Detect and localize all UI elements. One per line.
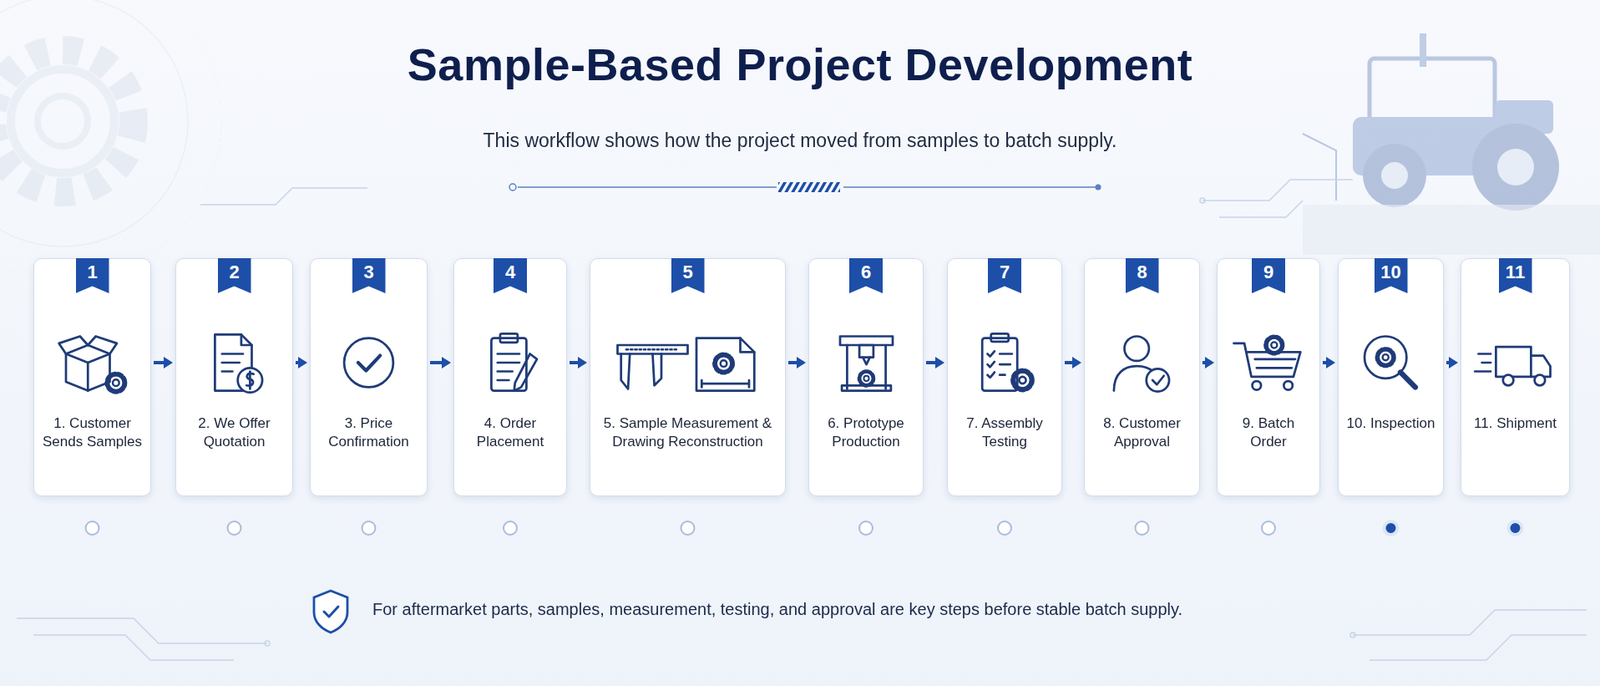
box-gear-icon — [48, 327, 137, 398]
step-number: 8 — [1125, 258, 1160, 294]
step-number: 7 — [987, 258, 1022, 294]
circuit-lines — [16, 179, 1587, 660]
step-card: 3 3. Price Confirmation — [309, 258, 428, 497]
step-label: 3. Price Confirmation — [317, 414, 421, 451]
timeline-dot — [1384, 521, 1398, 535]
timeline-dot — [1135, 521, 1150, 535]
flow-arrow — [926, 356, 945, 369]
step-card: 6 6. Prototype Production — [808, 258, 924, 497]
step-label: 4. Order Placement — [460, 414, 560, 451]
step-number: 3 — [352, 258, 386, 294]
step-number: 2 — [217, 258, 252, 294]
step-label: 6. Prototype Production — [815, 414, 917, 451]
timeline-dot — [86, 521, 100, 535]
step-number: 4 — [493, 258, 527, 294]
footer-note: For aftermarket parts, samples, measurem… — [372, 599, 1183, 619]
person-check-icon — [1098, 327, 1186, 398]
timeline-dot — [997, 521, 1012, 535]
step-card: 4 4. Order Placement — [453, 258, 568, 497]
step-number: 9 — [1251, 258, 1286, 294]
clipboard-icon — [466, 327, 555, 398]
checklist-gear-icon — [961, 327, 1049, 398]
cart-gear-icon — [1225, 327, 1313, 398]
step-card: 2 2. We Offer Quotation — [175, 258, 294, 497]
flow-arrow — [430, 356, 451, 369]
step-card: 10 10. Inspection — [1337, 258, 1444, 497]
step-label: 1. Customer Sends Samples — [40, 414, 144, 451]
flow-arrow — [153, 356, 173, 369]
flow-arrow — [295, 356, 308, 369]
flow-arrow — [1322, 356, 1336, 369]
decor-gear — [0, 0, 222, 280]
step-label: 5. Sample Measurement & Drawing Reconstr… — [597, 414, 779, 451]
truck-icon — [1471, 327, 1560, 398]
step-label: 2. We Offer Quotation — [182, 414, 286, 451]
shield-icon — [313, 590, 348, 633]
timeline-dot — [1508, 521, 1523, 535]
flow-arrow — [1446, 356, 1459, 369]
step-card: 1 1. Customer Sends Samples — [33, 258, 152, 497]
step-number: 5 — [671, 258, 705, 294]
diagram-title: Sample-Based Project Development — [0, 38, 1600, 91]
flow-arrow — [1064, 356, 1082, 369]
timeline-dot — [681, 521, 695, 535]
timeline-dot — [503, 521, 517, 535]
timeline — [33, 521, 1570, 535]
step-card: 8 8. Customer Approval — [1083, 258, 1200, 497]
step-label: 8. Customer Approval — [1091, 414, 1193, 451]
step-card: 7 7. Assembly Testing — [946, 258, 1063, 497]
timeline-dot — [362, 521, 376, 535]
step-card: 5 5. Sample Measurement & Drawing Reconst… — [589, 258, 786, 497]
timeline-dot — [227, 521, 242, 535]
step-number: 1 — [75, 258, 110, 294]
flow-arrow — [1202, 356, 1215, 369]
step-number: 6 — [849, 258, 883, 294]
step-label: 9. Batch Order — [1224, 414, 1313, 451]
timeline-dot — [859, 521, 873, 535]
step-label: 11. Shipment — [1468, 414, 1563, 433]
timeline-dot — [1261, 521, 1276, 535]
check-circle-icon — [324, 327, 413, 398]
step-card: 9 9. Batch Order — [1216, 258, 1321, 497]
subtitle: This workflow shows how the project move… — [0, 129, 1600, 152]
step-number: 10 — [1374, 258, 1408, 294]
quotation-icon — [190, 327, 279, 398]
step-number: 11 — [1498, 258, 1533, 294]
step-label: 10. Inspection — [1345, 414, 1437, 433]
caliper-drawing-icon — [608, 327, 767, 398]
step-card: 11 11. Shipment — [1460, 258, 1570, 497]
flow-arrow — [569, 356, 588, 369]
magnifier-gear-icon — [1346, 327, 1435, 398]
decor-tractor — [1302, 33, 1600, 255]
printer-machine-icon — [822, 327, 911, 398]
flow-arrow — [788, 356, 806, 369]
step-label: 7. Assembly Testing — [954, 414, 1055, 451]
title-divider — [509, 182, 1102, 193]
